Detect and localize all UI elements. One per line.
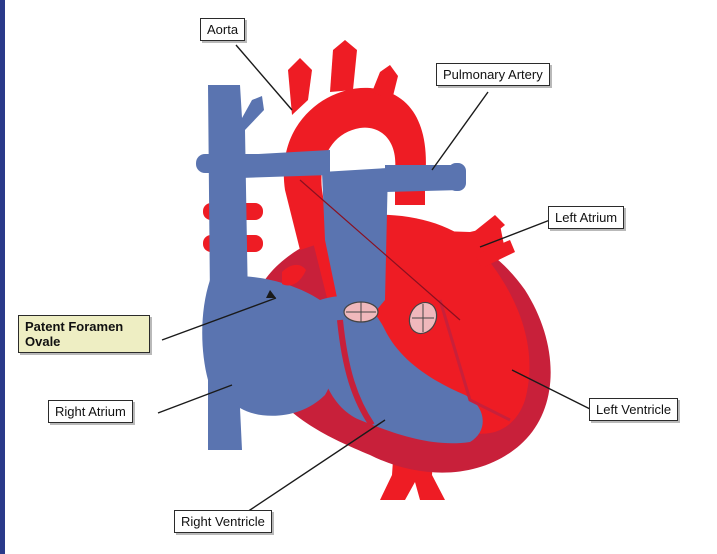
label-pulmonary-artery: Pulmonary Artery <box>436 63 550 86</box>
pointer-pulmonary-artery <box>432 92 488 170</box>
pointer-right-ventricle <box>238 420 385 518</box>
label-patent-foramen-ovale: Patent Foramen Ovale <box>18 315 150 353</box>
pulmonary-valve <box>344 302 378 322</box>
aorta-branch-2 <box>330 40 357 92</box>
pulmonary-artery-tip <box>448 163 466 191</box>
label-left-ventricle: Left Ventricle <box>589 398 678 421</box>
label-aorta: Aorta <box>200 18 245 41</box>
aorta-branch-1 <box>288 58 312 115</box>
pointer-aorta <box>236 45 292 110</box>
superior-vena-cava <box>208 85 264 305</box>
label-left-atrium: Left Atrium <box>548 206 624 229</box>
label-right-atrium: Right Atrium <box>48 400 133 423</box>
label-right-ventricle: Right Ventricle <box>174 510 272 533</box>
